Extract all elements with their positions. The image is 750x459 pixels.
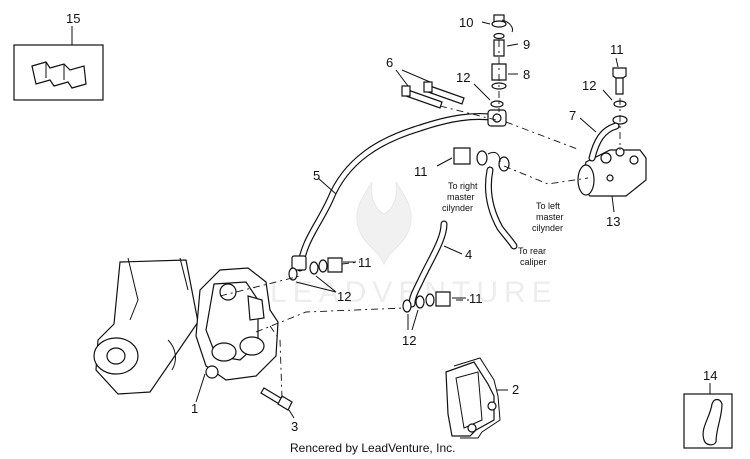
callout-12-top-right: 12 xyxy=(582,78,596,93)
part-9-bleeder xyxy=(493,32,519,57)
part-1-caliper xyxy=(195,267,279,403)
part-13-master-cylinder xyxy=(577,147,647,213)
rear-caliper-hose xyxy=(484,166,518,250)
part-5-hose xyxy=(291,109,507,272)
note-right-master: To right master cilynder xyxy=(442,181,478,213)
callout-12-top: 12 xyxy=(456,70,470,85)
part-7-hose xyxy=(579,117,620,162)
callout-4: 4 xyxy=(465,247,472,262)
note-rear-caliper-line1: To rear xyxy=(518,246,546,256)
note-right-master-line2: master xyxy=(447,192,475,202)
fork-leg xyxy=(93,257,199,395)
part-11-banjo-bolt-top xyxy=(602,57,628,125)
part-15-clip-box xyxy=(13,26,104,101)
note-left-master-line1: To left xyxy=(536,201,561,211)
note-left-master: To left master cilynder xyxy=(532,201,564,233)
part-8-union xyxy=(491,63,518,90)
note-rear-caliper-line2: caliper xyxy=(520,257,547,267)
callout-9: 9 xyxy=(523,37,530,52)
callout-11-left: 11 xyxy=(358,255,372,270)
part-6-bolts xyxy=(395,69,465,109)
note-left-master-line3: cilynder xyxy=(532,223,563,233)
callout-14: 14 xyxy=(703,368,717,383)
callout-11-top: 11 xyxy=(610,42,624,57)
part-11-banjo-bolt-lower xyxy=(402,291,466,331)
callout-1: 1 xyxy=(191,401,198,416)
note-right-master-line1: To right xyxy=(448,181,478,191)
callout-7: 7 xyxy=(569,108,576,123)
part-2-brake-pads xyxy=(445,357,508,439)
callout-10: 10 xyxy=(459,15,473,30)
assembly-lines xyxy=(219,40,621,399)
callout-12-left: 12 xyxy=(337,289,351,304)
callout-3: 3 xyxy=(291,419,298,434)
callout-8: 8 xyxy=(523,67,530,82)
callout-2: 2 xyxy=(512,382,519,397)
footer-credit: Rencered by LeadVenture, Inc. xyxy=(290,441,455,455)
note-left-master-line2: master xyxy=(536,212,564,222)
part-3-bolt xyxy=(260,387,295,419)
callout-15: 15 xyxy=(66,11,80,26)
part-4-hose xyxy=(408,220,463,308)
callout-11-lower: 11 xyxy=(469,291,483,306)
part-12-washer-top xyxy=(473,83,504,108)
callout-5: 5 xyxy=(313,168,320,183)
part-11-banjo-bolt-left xyxy=(288,257,356,293)
callout-6: 6 xyxy=(386,55,393,70)
callout-13: 13 xyxy=(606,214,620,229)
part-14-spring-box xyxy=(683,383,733,449)
callout-12-lower: 12 xyxy=(402,333,416,348)
part-10-cap xyxy=(481,14,513,33)
note-right-master-line3: cilynder xyxy=(442,203,473,213)
callout-11-mid: 11 xyxy=(414,164,428,179)
note-rear-caliper: To rear caliper xyxy=(518,246,547,267)
part-11-banjo-bolt-mid xyxy=(436,147,510,172)
